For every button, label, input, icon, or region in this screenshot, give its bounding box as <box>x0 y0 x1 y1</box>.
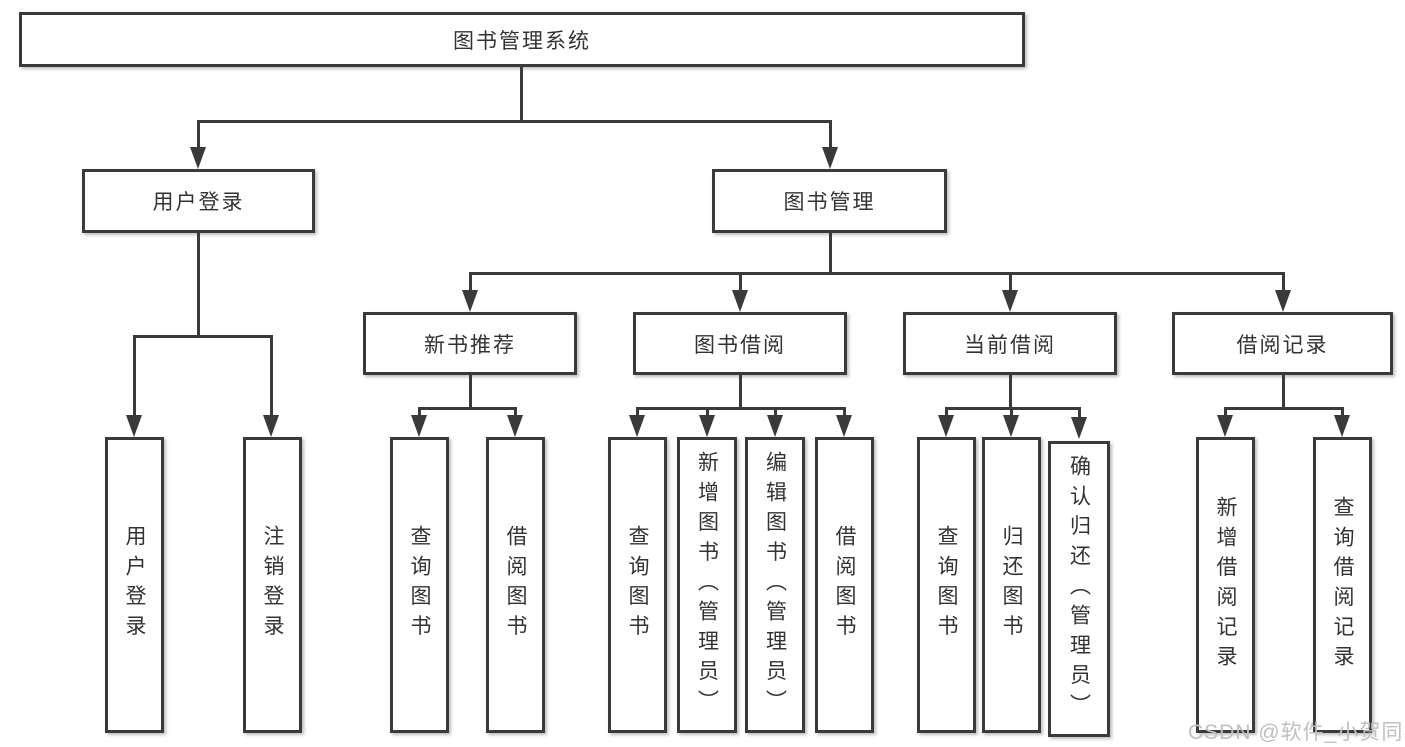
leaf-borrow-edit-label: 编辑图书（管理员） <box>763 450 787 720</box>
connector-root-rail <box>197 120 832 123</box>
connector-drop-bw-query <box>636 407 639 418</box>
arrowhead-bw-query <box>629 415 645 437</box>
node-borrow-label: 图书借阅 <box>694 333 786 357</box>
connector-drop-new-books <box>469 272 472 293</box>
arrowhead-current <box>1002 290 1018 312</box>
node-records: 借阅记录 <box>1172 312 1393 375</box>
arrowhead-nb-query <box>411 415 427 437</box>
arrowhead-bw-add <box>699 415 715 437</box>
arrowhead-nb-borrow <box>507 415 523 437</box>
leaf-logout-label: 注销登录 <box>261 525 284 645</box>
leaf-newbooks-borrow-label: 借阅图书 <box>504 525 527 645</box>
connector-user-login-stub <box>197 233 200 335</box>
connector-root-stub <box>520 67 523 120</box>
arrowhead-rc-add <box>1217 415 1233 437</box>
leaf-borrow-query-label: 查询图书 <box>626 525 649 645</box>
arrowhead-leaf-logout <box>263 415 279 437</box>
leaf-current-confirm: 确认归还（管理员） <box>1048 441 1110 737</box>
arrowhead-cu-confirm <box>1071 417 1087 439</box>
node-root-label: 图书管理系统 <box>453 29 591 53</box>
node-current: 当前借阅 <box>903 312 1117 375</box>
connector-drop-records <box>1282 272 1285 293</box>
connector-current-stub <box>1009 375 1012 409</box>
arrowhead-borrow <box>732 290 748 312</box>
leaf-newbooks-query: 查询图书 <box>390 437 449 733</box>
node-user-login: 用户登录 <box>82 169 315 233</box>
leaf-borrow-edit: 编辑图书（管理员） <box>745 437 805 733</box>
leaf-records-query: 查询借阅记录 <box>1313 437 1372 733</box>
leaf-newbooks-borrow: 借阅图书 <box>486 437 545 733</box>
leaf-records-query-label: 查询借阅记录 <box>1331 495 1354 675</box>
leaf-borrow-borrow-label: 借阅图书 <box>833 525 856 645</box>
node-records-label: 借阅记录 <box>1236 333 1329 357</box>
leaf-user-login: 用户登录 <box>105 437 164 733</box>
leaf-user-login-label: 用户登录 <box>123 525 146 645</box>
leaf-current-return: 归还图书 <box>982 437 1041 733</box>
leaf-logout: 注销登录 <box>243 437 302 733</box>
connector-drop-leaf-login <box>133 335 136 417</box>
connector-drop-cu-confirm <box>1078 407 1081 418</box>
connector-drop-cu-return <box>1010 407 1013 418</box>
connector-new-books-stub <box>469 375 472 409</box>
leaf-newbooks-query-label: 查询图书 <box>408 525 431 645</box>
arrowhead-cu-query <box>938 415 954 437</box>
leaf-records-add: 新增借阅记录 <box>1196 437 1255 733</box>
connector-book-mgmt-stub <box>829 233 832 274</box>
csdn-watermark: CSDN @软件_小贺同学 <box>1188 721 1405 744</box>
connector-drop-cu-query <box>945 407 948 418</box>
connector-drop-rc-query <box>1341 407 1344 418</box>
connector-borrow-stub <box>739 375 742 409</box>
arrowhead-user-login <box>190 147 206 169</box>
node-user-login-label: 用户登录 <box>152 191 245 214</box>
leaf-borrow-add: 新增图书（管理员） <box>677 437 737 733</box>
connector-drop-user-login <box>197 120 200 150</box>
arrowhead-records <box>1275 290 1291 312</box>
leaf-current-query: 查询图书 <box>917 437 976 733</box>
arrowhead-bw-edit <box>767 415 783 437</box>
connector-drop-bw-add <box>706 407 709 418</box>
leaf-current-return-label: 归还图书 <box>1000 525 1023 645</box>
connector-drop-bw-edit <box>774 407 777 418</box>
connector-drop-borrow <box>739 272 742 293</box>
arrowhead-rc-query <box>1334 415 1350 437</box>
connector-records-rail <box>1224 407 1344 410</box>
arrowhead-new-books <box>462 290 478 312</box>
leaf-current-query-label: 查询图书 <box>935 525 958 645</box>
node-current-label: 当前借阅 <box>964 333 1056 357</box>
connector-drop-book-mgmt <box>829 120 832 150</box>
connector-book-mgmt-rail <box>469 272 1285 275</box>
connector-borrow-rail <box>636 407 845 410</box>
arrowhead-leaf-login <box>126 415 142 437</box>
arrowhead-book-mgmt <box>822 147 838 169</box>
arrowhead-cu-return <box>1003 415 1019 437</box>
connector-user-login-rail <box>133 335 273 338</box>
node-book-mgmt: 图书管理 <box>712 169 947 233</box>
connector-drop-rc-add <box>1224 407 1227 418</box>
connector-records-stub <box>1282 375 1285 409</box>
node-new-books: 新书推荐 <box>363 312 577 375</box>
connector-drop-bw-borrow <box>843 407 846 418</box>
connector-drop-current <box>1009 272 1012 293</box>
node-new-books-label: 新书推荐 <box>424 333 516 357</box>
arrowhead-bw-borrow <box>836 415 852 437</box>
connector-drop-nb-borrow <box>514 407 517 418</box>
connector-drop-nb-query <box>418 407 421 418</box>
leaf-current-confirm-label: 确认归还（管理员） <box>1067 454 1091 724</box>
leaf-records-add-label: 新增借阅记录 <box>1214 495 1237 675</box>
node-borrow: 图书借阅 <box>633 312 847 375</box>
leaf-borrow-query: 查询图书 <box>608 437 667 733</box>
node-book-mgmt-label: 图书管理 <box>783 191 876 214</box>
connector-new-books-rail <box>418 407 517 410</box>
connector-drop-leaf-logout <box>270 335 273 417</box>
leaf-borrow-borrow: 借阅图书 <box>815 437 874 733</box>
leaf-borrow-add-label: 新增图书（管理员） <box>695 450 719 720</box>
node-root: 图书管理系统 <box>19 12 1025 67</box>
